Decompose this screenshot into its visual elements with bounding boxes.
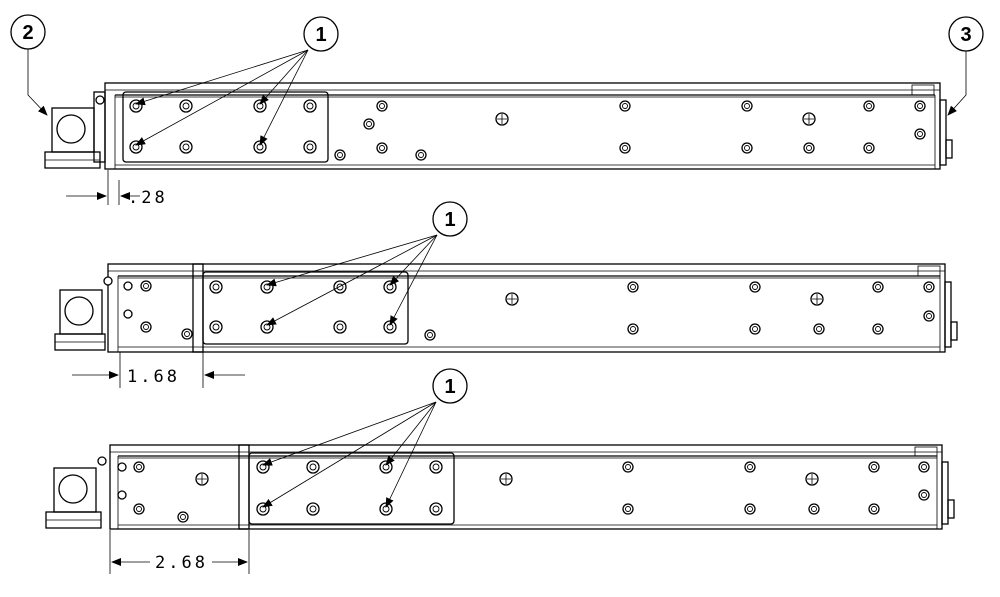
- svg-text:1: 1: [444, 376, 455, 398]
- dimension-label-middle: 1.68: [127, 367, 180, 387]
- screw-group-top: [129, 99, 317, 154]
- screw-group-middle: [209, 280, 397, 334]
- view-bottom: [45, 401, 955, 574]
- svg-text:2: 2: [22, 22, 33, 44]
- callout-bubble-2: 2: [10, 14, 46, 50]
- view-middle: [54, 234, 958, 388]
- dimension-label-bottom: 2.68: [155, 553, 208, 573]
- screw-group-bottom: [256, 460, 443, 516]
- callout-bubble-3: 3: [948, 16, 984, 52]
- callout-bubble-1-middle: 1: [432, 201, 468, 237]
- callout-bubble-1-top: 1: [303, 16, 339, 52]
- svg-text:3: 3: [960, 24, 971, 46]
- callout-bubble-1-bottom: 1: [432, 368, 468, 404]
- dimension-label-top: .28: [128, 188, 168, 208]
- svg-text:1: 1: [315, 24, 326, 46]
- svg-text:1: 1: [444, 209, 455, 231]
- view-top: [27, 46, 967, 205]
